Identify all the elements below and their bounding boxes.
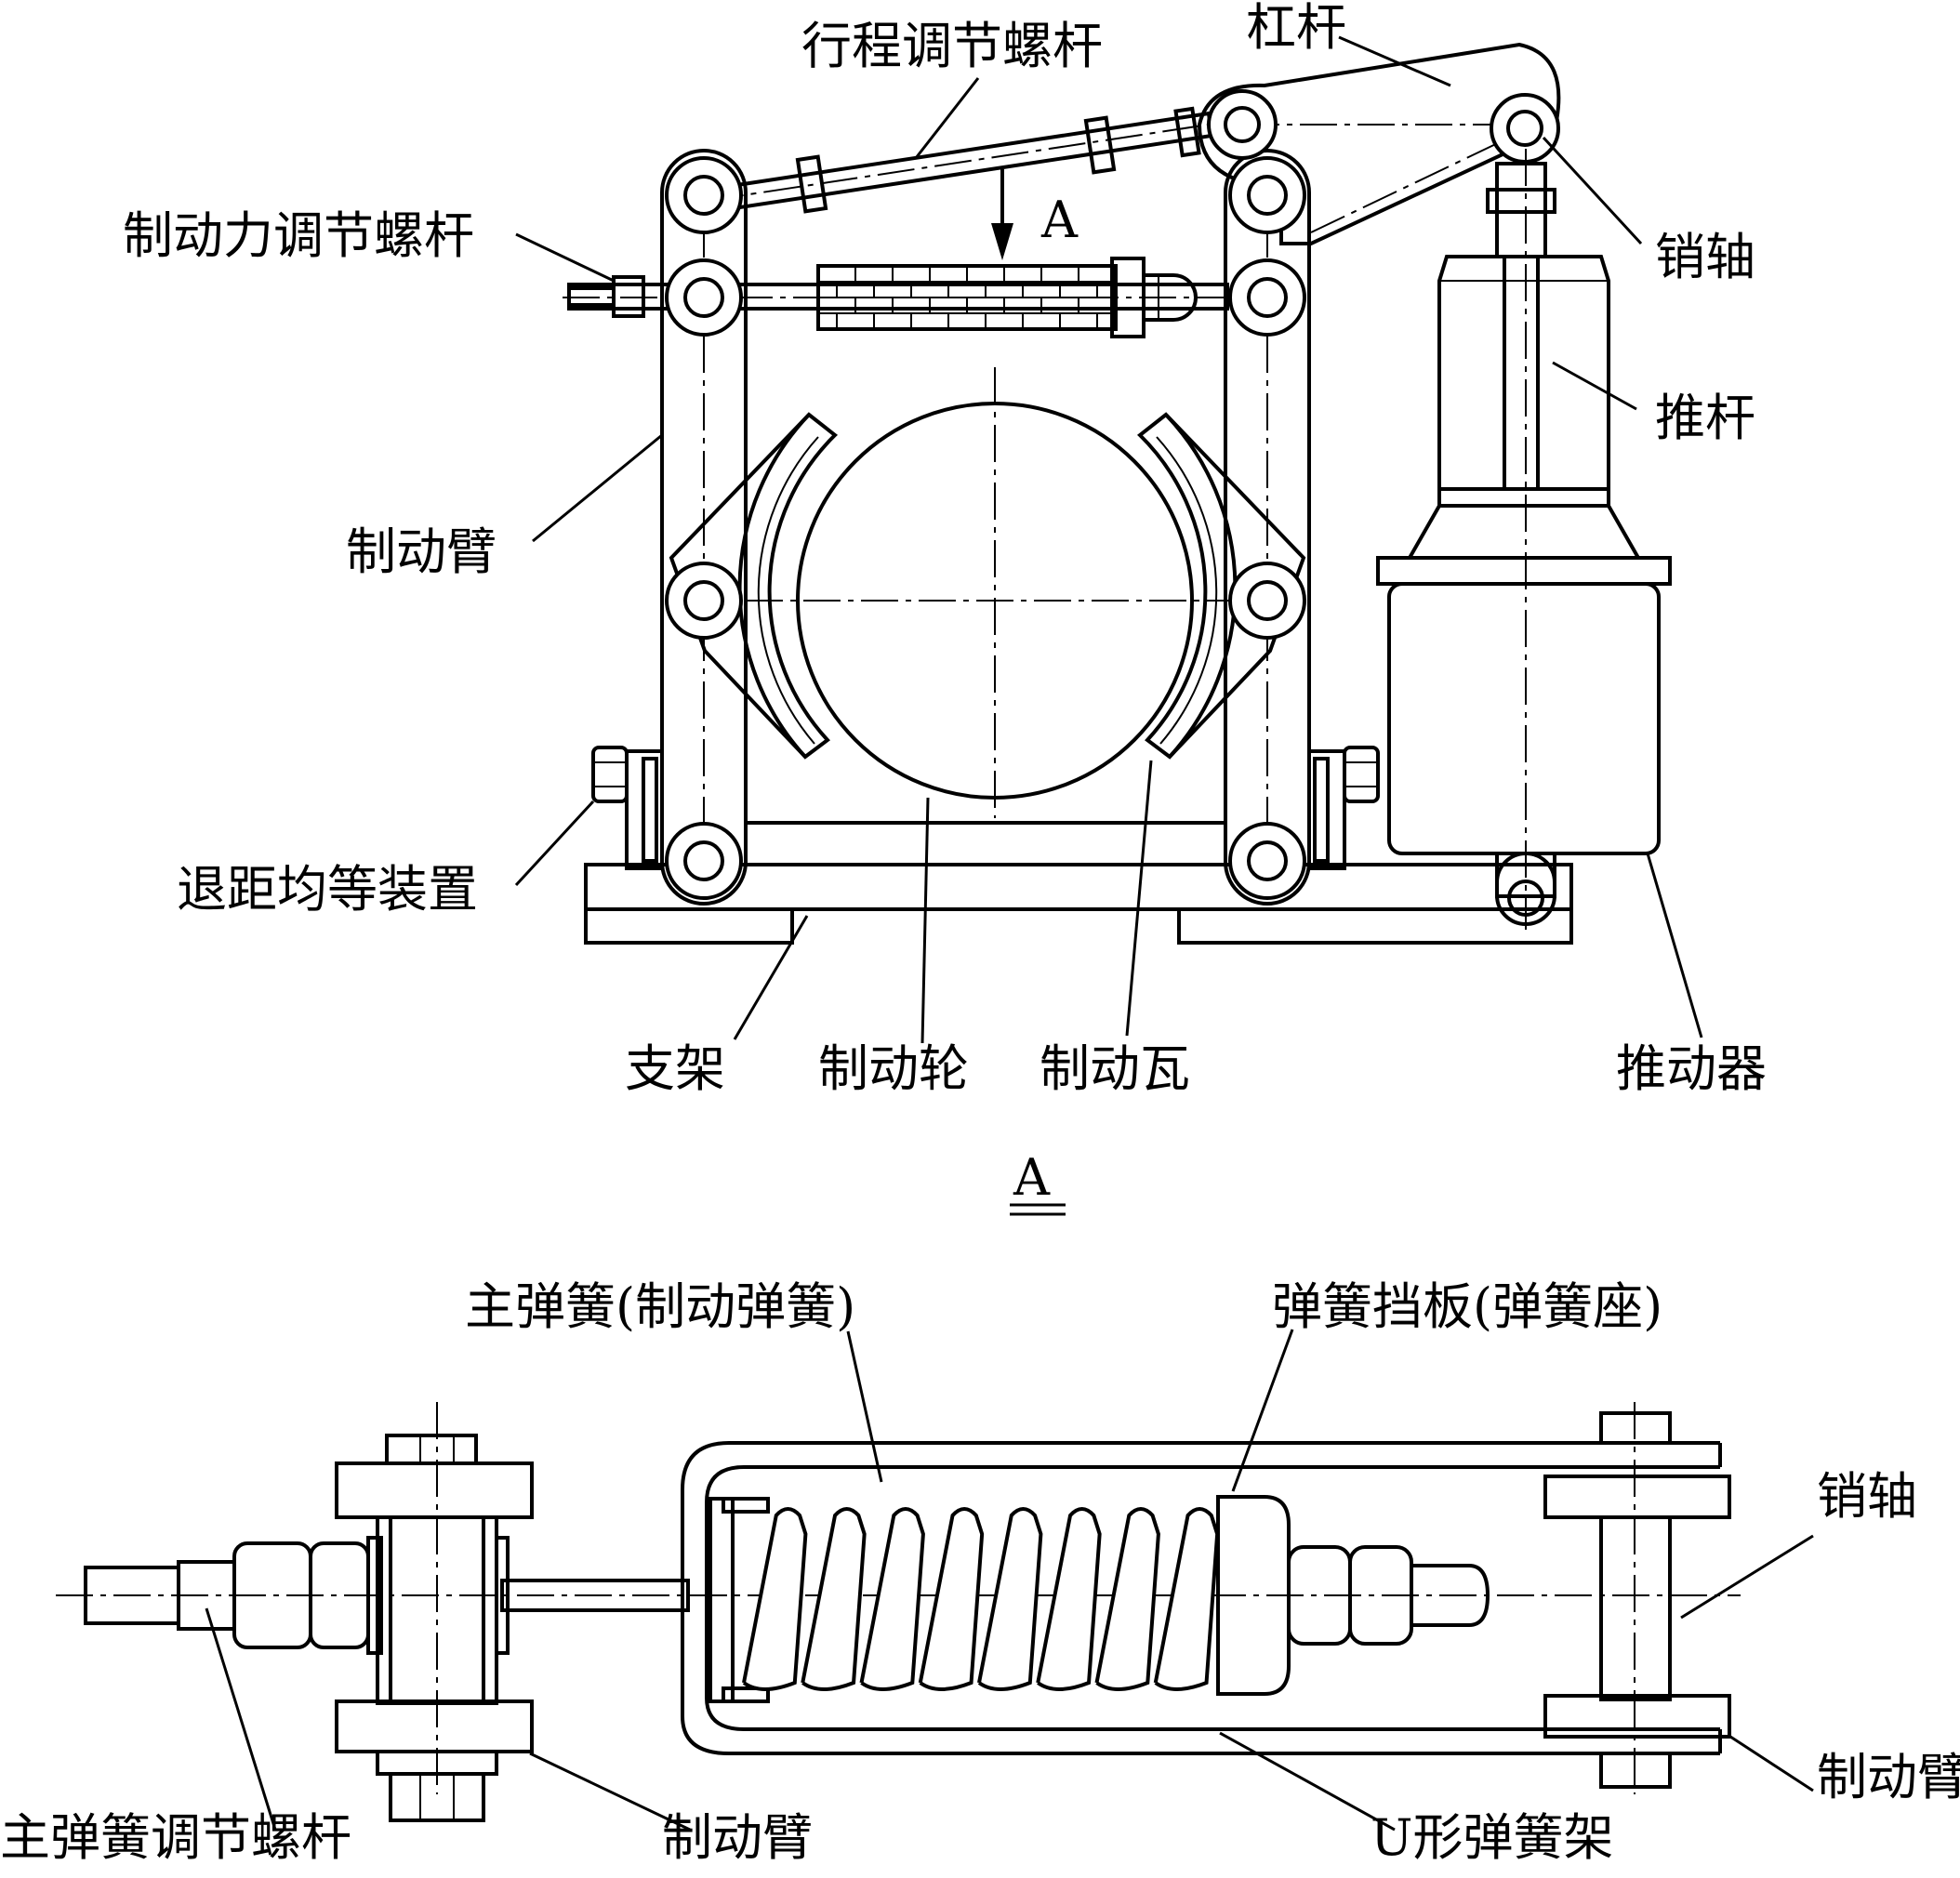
spring-coil-turn <box>918 1507 985 1691</box>
leader-lines-bottom <box>205 1329 1814 1832</box>
brake-arm-label-left: 制动臂 <box>662 1808 813 1867</box>
spring-coil-turn <box>1153 1507 1220 1691</box>
spring-coil-turn <box>742 1507 808 1691</box>
arm-pin-left <box>335 1402 534 1822</box>
retract-device-label: 退距均等装置 <box>177 860 478 919</box>
top-view: A 行程调节螺杆 杠杆 制动力调节螺杆 销轴 推杆 制动臂 退距均等装置 支架 … <box>123 0 1767 1098</box>
retract-device-right <box>1307 746 1380 870</box>
spring-coil-turn <box>859 1507 925 1691</box>
rod-right-nuts <box>1287 1545 1490 1646</box>
lever <box>1197 42 1561 245</box>
bottom-view: 主弹簧(制动弹簧) 弹簧挡板(弹簧座) 销轴 制动臂 主弹簧调节螺杆 制动臂 U… <box>0 1277 1960 1867</box>
u-frame-label: U形弹簧架 <box>1371 1808 1614 1867</box>
pin-label-top: 销轴 <box>1655 228 1755 286</box>
spring-coil-turn <box>1036 1507 1102 1691</box>
main-spring-rod <box>84 1536 690 1655</box>
spring-coil-turn <box>801 1507 867 1691</box>
spring-end-washer <box>709 1497 735 1703</box>
push-rod-label: 推杆 <box>1655 389 1755 447</box>
main-spring-rod-label: 主弹簧调节螺杆 <box>0 1808 351 1867</box>
view-a-letter: A <box>1040 191 1079 249</box>
brake-shoe-label: 制动瓦 <box>1040 1039 1190 1098</box>
actuator-label: 推动器 <box>1616 1039 1767 1098</box>
pin-holes <box>665 89 1560 900</box>
view-a-arrow: A <box>991 169 1079 260</box>
u-spring-frame <box>681 1441 1722 1755</box>
bracket-base <box>584 821 1573 945</box>
view-a-title: A <box>1010 1148 1066 1216</box>
spring-plate <box>1216 1495 1291 1696</box>
retract-device-left <box>591 746 664 870</box>
main-spring-label: 主弹簧(制动弹簧) <box>465 1277 855 1336</box>
brake-arm-label-right: 制动臂 <box>1817 1748 1960 1806</box>
spring-coil-turn <box>1094 1507 1160 1691</box>
actuator <box>1376 149 1672 930</box>
brake-force-rod-label: 制动力调节螺杆 <box>123 206 474 265</box>
view-a-title-text: A <box>1013 1148 1051 1207</box>
pin-label-bottom: 销轴 <box>1817 1467 1917 1526</box>
main-spring <box>742 1507 1220 1691</box>
stroke-rod <box>704 106 1214 215</box>
brake-arm-label: 制动臂 <box>346 522 497 581</box>
brake-wheel-label: 制动轮 <box>818 1039 969 1098</box>
brake-force-rod <box>563 257 1237 338</box>
stroke-rod-label: 行程调节螺杆 <box>801 17 1103 75</box>
spring-coil-turn <box>977 1507 1043 1691</box>
arm-pin-right <box>1543 1402 1731 1794</box>
bracket-label: 支架 <box>625 1039 725 1098</box>
leader-lines-top <box>514 35 1703 1044</box>
spring-plate-label: 弹簧挡板(弹簧座) <box>1272 1277 1662 1336</box>
lever-label: 杠杆 <box>1246 0 1346 57</box>
